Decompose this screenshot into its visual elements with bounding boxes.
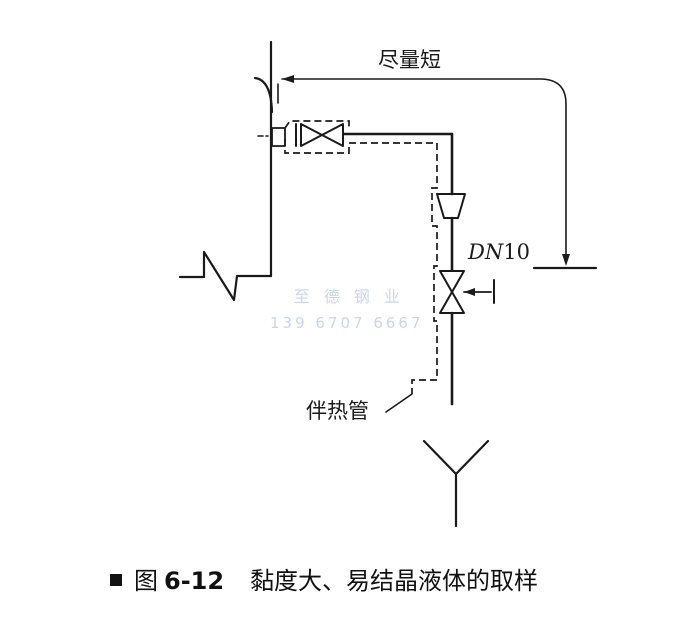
caption-prefix: 图 (134, 567, 158, 595)
caption-text: 黏度大、易结晶液体的取样 (250, 567, 539, 595)
label-dn-italic: DN (468, 240, 504, 264)
watermark-phone: 139 6707 6667 (270, 314, 424, 332)
caption-square-icon (110, 573, 122, 586)
pipe-elbow (253, 76, 274, 114)
arrow-head-left (282, 75, 294, 83)
gate-valve-2 (439, 270, 465, 314)
watermark: 至德钢业 139 6707 6667 (270, 284, 424, 336)
tracer-leader (385, 393, 413, 413)
break-symbol (178, 250, 273, 302)
label-dn-number: 10 (503, 240, 530, 264)
label-tracer: 伴热管 (306, 399, 369, 423)
label-dn10: DN10 (468, 240, 530, 264)
watermark-name: 至德钢业 (293, 287, 414, 306)
funnel (422, 439, 490, 528)
arrow-head-right (464, 288, 475, 296)
dimension-line (281, 78, 567, 255)
nozzle-block (271, 127, 286, 147)
label-shortest: 尽量短 (378, 48, 441, 72)
arrow-head-down (562, 254, 570, 266)
gate-valve-1 (300, 123, 344, 147)
reducer (436, 193, 466, 219)
caption-number: 6-12 (164, 567, 225, 595)
tracer-line (284, 139, 438, 394)
